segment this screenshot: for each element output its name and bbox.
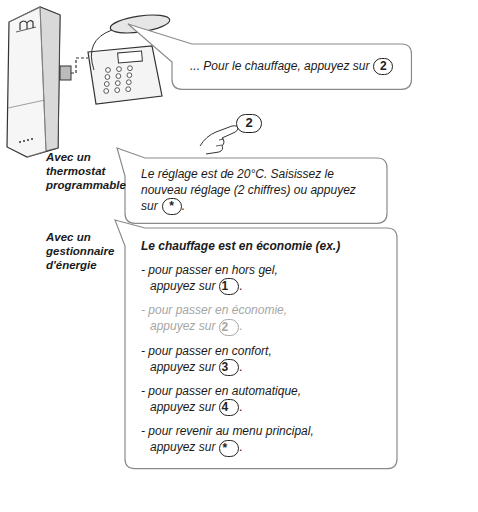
telephone-keypad	[104, 66, 133, 94]
speech-bubble: Le réglage est de 20°C. Saisissez le nou…	[125, 158, 387, 223]
telephone-screen	[118, 51, 143, 63]
keypad-key: 4	[219, 399, 239, 416]
telephone-base	[88, 46, 162, 104]
thermostat-housing	[7, 7, 60, 157]
key-label: 2	[222, 320, 229, 334]
side-label: Avec un gestionnaire d'énergie	[46, 230, 122, 272]
housing-split	[8, 100, 45, 108]
key-label: *	[169, 199, 174, 213]
bubble-text: .	[182, 199, 185, 213]
keypad-key: *	[219, 440, 239, 457]
bubble-text: - pour passer en confort, appuyez sur	[141, 344, 272, 374]
keypad-key: *	[162, 198, 182, 215]
handset-cord	[91, 30, 112, 70]
speech-bubble: ... Pour le chauffage, appuyez sur 2	[172, 44, 411, 89]
speech-bubble: Le chauffage est en économie (ex.) - pour…	[125, 228, 397, 469]
bubble-shape	[115, 220, 397, 469]
bubble-text: .	[239, 440, 242, 454]
bubble-text: - pour passer en hors gel, appuyez sur	[141, 263, 278, 293]
logo-underline	[16, 27, 36, 32]
keypad-key: 3	[219, 359, 239, 376]
phone-plug	[60, 66, 71, 80]
side-label: Avec un thermostat programmable	[46, 150, 120, 192]
bubble-text: .	[239, 319, 242, 333]
housing-edge	[9, 7, 46, 157]
bubble-text: .	[239, 279, 242, 293]
key-label: 4	[222, 400, 229, 414]
key-label: 2	[245, 115, 252, 130]
bubble-shape	[128, 24, 411, 89]
finger-lines	[216, 139, 224, 146]
bubble-text: ... Pour le chauffage, appuyez sur	[190, 59, 369, 73]
bubble-text: .	[239, 360, 242, 374]
keypad-key: 2	[373, 58, 393, 75]
keypad-key: 1	[219, 278, 239, 295]
keypad-key: 2	[236, 114, 262, 133]
phone-cable	[71, 58, 88, 73]
key-label: 3	[222, 360, 229, 374]
key-label: *	[223, 441, 228, 455]
pressing-hand	[200, 126, 238, 154]
bubble-shape	[117, 148, 387, 223]
key-label: 1	[222, 279, 229, 293]
indicator-dots	[19, 138, 33, 143]
bubble-heading: Le chauffage est en économie (ex.)	[141, 239, 340, 253]
bubble-text: .	[239, 400, 242, 414]
bubble-text: - pour passer en économie, appuyez sur	[141, 303, 287, 333]
keypad-key: 2	[219, 319, 239, 336]
key-label: 2	[380, 59, 387, 73]
